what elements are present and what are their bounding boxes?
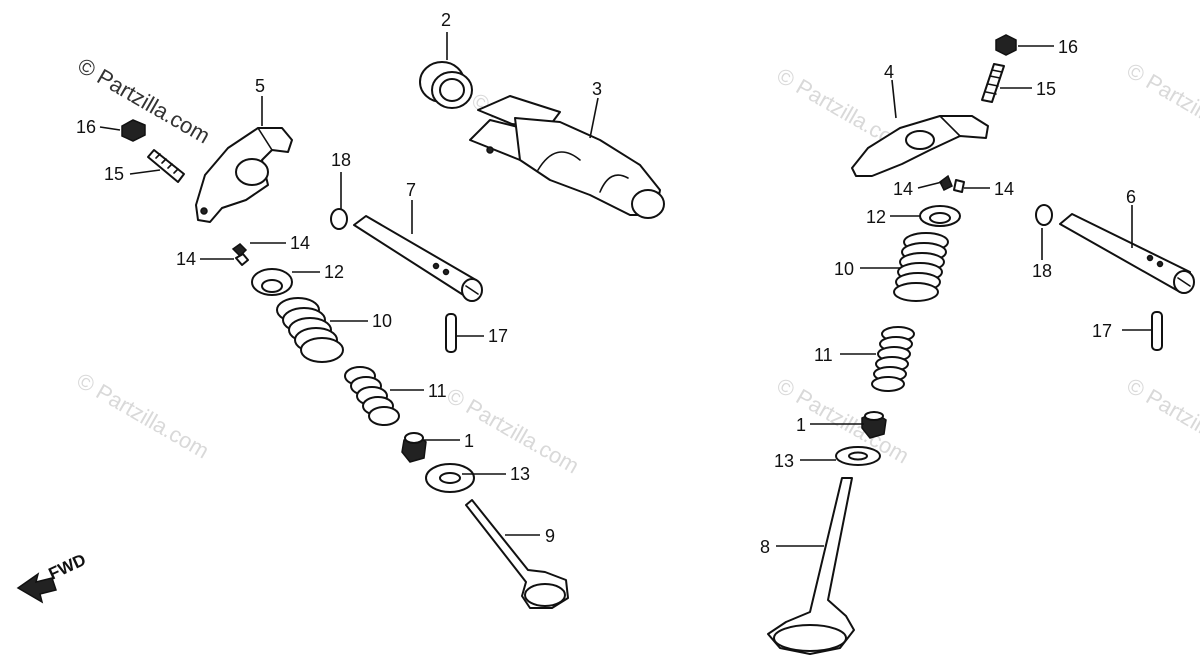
adjusting-screw-right [981,63,1005,103]
callout-11: 11 [814,345,833,365]
callout-15: 15 [1036,79,1056,99]
camshaft [469,95,665,219]
callout-17: 17 [1092,321,1112,341]
callout-13: 13 [774,451,794,471]
adjusting-screw-left [147,149,185,183]
callout-12: 12 [324,262,344,282]
leader-lines-right [776,45,1152,547]
spring-seat-washer-right [835,446,881,466]
arrow-left-icon [16,572,57,604]
callout-15: 15 [104,164,124,184]
callout-16: 16 [76,117,96,137]
callout-12: 12 [866,207,886,227]
callout-13: 13 [510,464,530,484]
nut-right [995,34,1017,56]
callout-2: 2 [441,10,451,30]
spring-seat-washer-left [425,463,475,493]
inner-spring-left [344,366,400,426]
callout-4: 4 [884,62,894,82]
callout-6: 6 [1126,187,1136,207]
cotters-right [939,174,965,193]
fwd-label: FWD [46,550,89,584]
valve-stem-seal-left [401,432,427,463]
callout-14: 14 [893,179,913,199]
callout-14: 14 [994,179,1014,199]
callout-10: 10 [372,311,392,331]
outer-spring-left [276,297,344,363]
camshaft-bearing [419,61,473,109]
watermark: © Partzilla.com [1123,58,1200,154]
leader-lines-left [99,32,599,536]
valve-stem-seal-right [861,411,887,439]
callout-10: 10 [834,259,854,279]
callout-18: 18 [331,150,351,170]
callout-8: 8 [760,537,770,557]
dowel-pin-right [1151,311,1163,351]
o-ring-left [330,208,348,230]
callout-14: 14 [176,249,196,269]
dowel-pin-left [445,313,457,353]
valve-right [767,477,855,655]
forward-direction-indicator: FWD [16,550,89,604]
callout-9: 9 [545,526,555,546]
outer-spring-right [893,232,949,302]
rocker-arm-left [195,127,293,223]
callout-14: 14 [290,233,310,253]
watermark: © Partzilla.com [73,368,214,464]
rocker-shaft-right [1059,213,1195,294]
valve-left [465,499,569,609]
callouts-left: 2 3 5 16 15 18 7 14 14 12 10 17 11 1 13 … [76,10,602,546]
rocker-arm-right [851,115,989,177]
nut-left [121,119,146,142]
spring-retainer-left [251,268,293,296]
callout-1: 1 [796,415,806,435]
callout-18: 18 [1032,261,1052,281]
callout-1: 1 [464,431,474,451]
callout-11: 11 [428,381,447,401]
o-ring-right [1035,204,1053,226]
rocker-shaft-left [353,215,483,302]
inner-spring-right [871,326,915,392]
spring-retainer-right [919,205,961,227]
callout-16: 16 [1058,37,1078,57]
watermark: © Partzilla.com [1123,373,1200,469]
callout-3: 3 [592,79,602,99]
callout-7: 7 [406,180,416,200]
callouts-right: 16 15 4 14 14 12 10 11 1 13 8 6 18 17 [760,37,1136,557]
callout-5: 5 [255,76,265,96]
cotters-left [231,243,249,266]
callout-17: 17 [488,326,508,346]
